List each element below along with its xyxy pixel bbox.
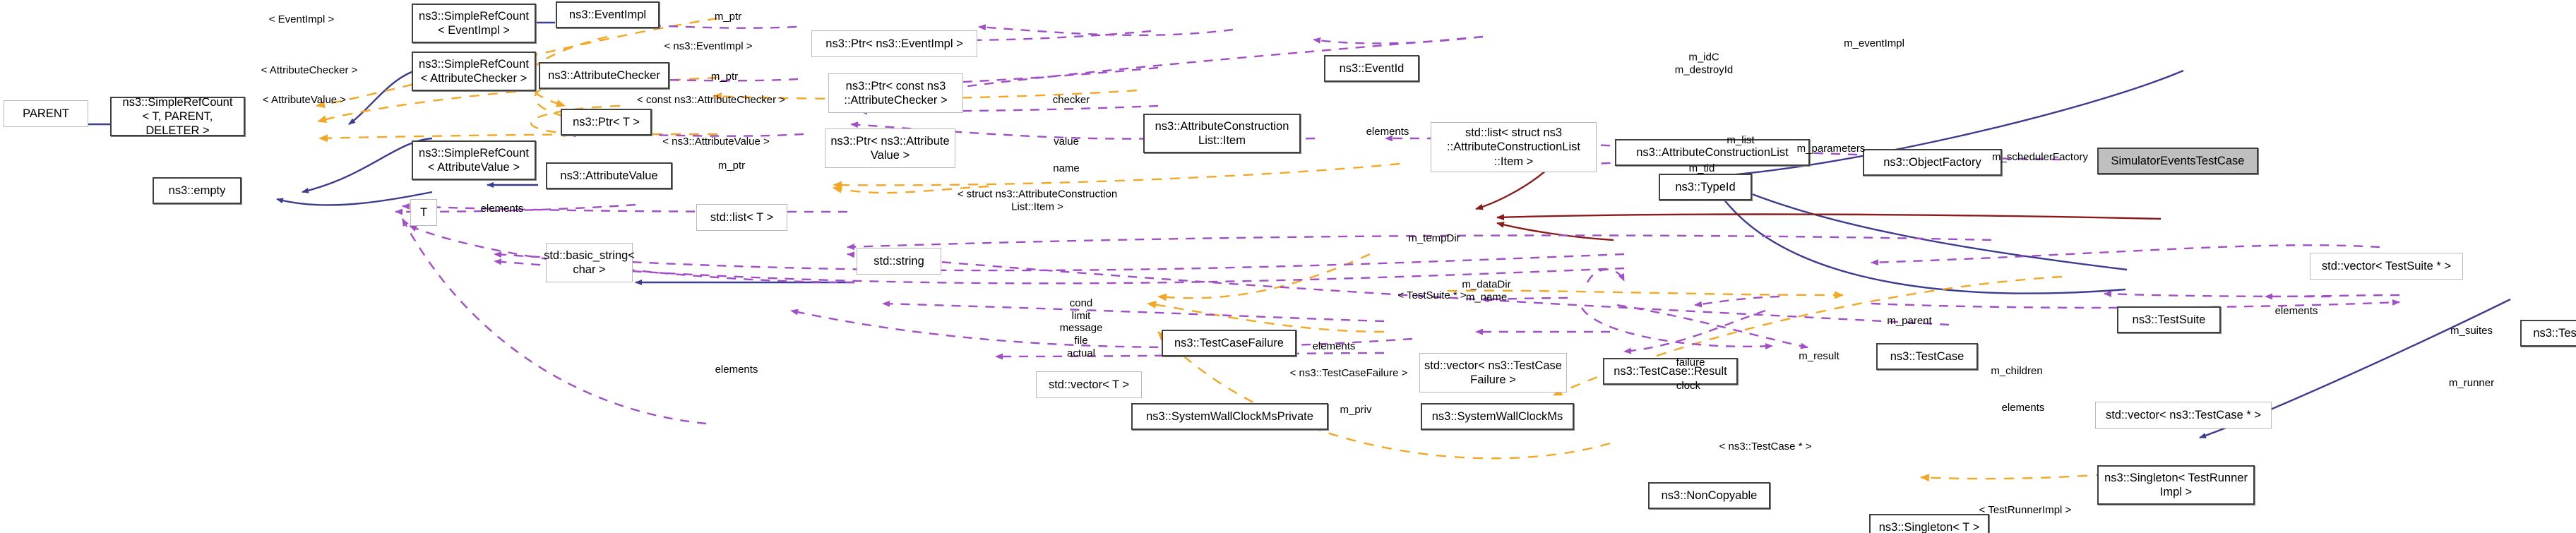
class-node-ptrT[interactable]: ns3::Ptr< T > <box>561 109 652 136</box>
class-node-stdListItem[interactable]: std::list< struct ns3 ::AttributeConstru… <box>1431 122 1597 172</box>
class-node-testSuite[interactable]: ns3::TestSuite <box>2117 306 2221 333</box>
class-node-srcTPD[interactable]: ns3::SimpleRefCount < T, PARENT, DELETER… <box>110 96 245 137</box>
class-node-typeId[interactable]: ns3::TypeId <box>1659 174 1752 200</box>
class-node-eventId[interactable]: ns3::EventId <box>1324 55 1419 82</box>
class-node-testCase[interactable]: ns3::TestCase <box>1876 343 1978 370</box>
class-node-ptrConstChecker[interactable]: ns3::Ptr< const ns3 ::AttributeChecker > <box>828 73 963 113</box>
class-node-singletonT[interactable]: ns3::Singleton< T > <box>1869 514 1989 533</box>
class-node-acListItem[interactable]: ns3::AttributeConstruction List::Item <box>1143 114 1301 153</box>
class-node-sysWallClockPriv[interactable]: ns3::SystemWallClockMsPrivate <box>1131 403 1328 430</box>
class-node-objectFactory[interactable]: ns3::ObjectFactory <box>1863 149 2002 176</box>
class-node-empty[interactable]: ns3::empty <box>153 177 242 204</box>
class-node-attrValue[interactable]: ns3::AttributeValue <box>546 162 672 189</box>
class-node-vecTestCasePtr[interactable]: std::vector< ns3::TestCase * > <box>2095 402 2272 429</box>
class-node-srcAttrChecker[interactable]: ns3::SimpleRefCount < AttributeChecker > <box>412 52 536 91</box>
class-node-stdString[interactable]: std::string <box>857 248 941 275</box>
class-node-testCaseFailure[interactable]: ns3::TestCaseFailure <box>1162 330 1296 357</box>
class-node-vecTestCaseFailure[interactable]: std::vector< ns3::TestCase Failure > <box>1419 353 1567 393</box>
class-node-singletonTestRunner[interactable]: ns3::Singleton< TestRunner Impl > <box>2097 465 2255 505</box>
class-node-vecTestSuitePtr[interactable]: std::vector< TestSuite * > <box>2310 253 2463 280</box>
class-node-srcAttrValue[interactable]: ns3::SimpleRefCount < AttributeValue > <box>412 140 536 180</box>
class-node-parent[interactable]: PARENT <box>4 100 88 127</box>
class-node-srcEventImpl[interactable]: ns3::SimpleRefCount < EventImpl > <box>412 4 536 43</box>
class-node-acList[interactable]: ns3::AttributeConstructionList <box>1615 139 1810 166</box>
class-node-basicString[interactable]: std::basic_string< char > <box>544 243 635 282</box>
class-node-ptrAttrValue[interactable]: ns3::Ptr< ns3::Attribute Value > <box>825 128 955 168</box>
class-node-eventImpl[interactable]: ns3::EventImpl <box>556 1 660 28</box>
class-node-simTestCase[interactable]: SimulatorEventsTestCase <box>2097 148 2258 174</box>
class-node-T[interactable]: T <box>410 199 437 226</box>
class-node-testCaseResult[interactable]: ns3::TestCase::Result <box>1603 358 1738 385</box>
class-node-stdListT[interactable]: std::list< T > <box>696 204 787 231</box>
class-node-stdVectorT[interactable]: std::vector< T > <box>1036 371 1142 398</box>
class-node-ptrEventImpl[interactable]: ns3::Ptr< ns3::EventImpl > <box>811 30 977 57</box>
class-node-nonCopyable[interactable]: ns3::NonCopyable <box>1648 482 1770 509</box>
class-node-testRunnerImpl[interactable]: ns3::TestRunnerImpl <box>2520 320 2576 347</box>
class-node-sysWallClockMs[interactable]: ns3::SystemWallClockMs <box>1421 403 1574 430</box>
class-node-attrChecker[interactable]: ns3::AttributeChecker <box>539 62 669 89</box>
